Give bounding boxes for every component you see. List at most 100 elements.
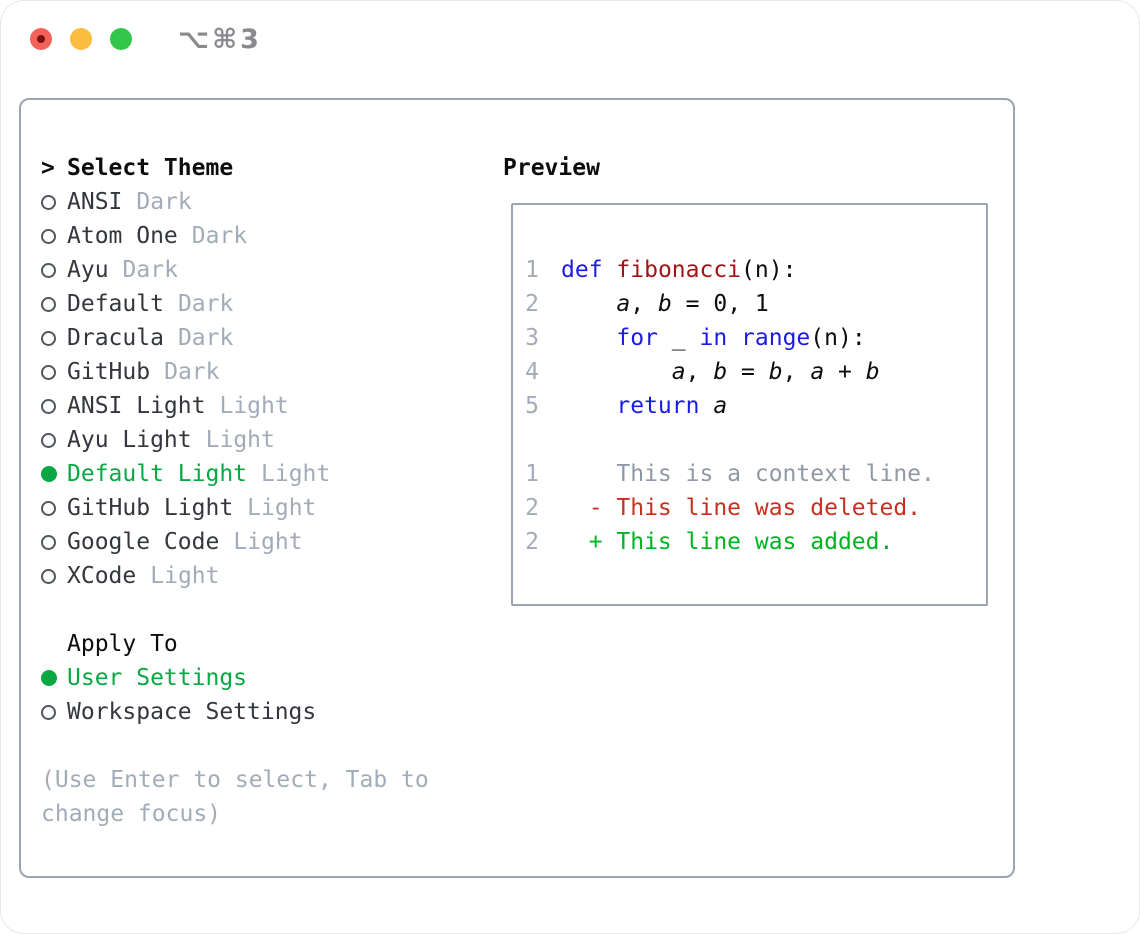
theme-variant: Dark [164, 359, 220, 385]
code-line: 4 a, b = b, a + b [525, 355, 976, 389]
code-line: 5 return a [525, 389, 976, 423]
preview-header: Preview [503, 151, 988, 185]
theme-variant: Dark [177, 325, 234, 351]
diff-block: 1 This is a context line.2 - This line w… [525, 457, 976, 559]
prompt-arrow-icon: > [41, 155, 55, 181]
spacer [41, 593, 486, 627]
theme-name: Ayu [67, 257, 109, 283]
close-button[interactable] [30, 28, 52, 50]
radio-selected-icon [41, 466, 57, 482]
theme-name: ANSI [67, 189, 123, 215]
window-shortcut-label: ⌥⌘3 [178, 23, 262, 55]
theme-variant: Light [205, 427, 275, 453]
diff-line-context: 1 This is a context line. [525, 457, 976, 491]
diff-line-added: 2 + This line was added. [525, 525, 976, 559]
theme-name: Ayu Light [67, 427, 192, 453]
theme-option-dracula[interactable]: Dracula Dark [41, 321, 486, 355]
help-text: (Use Enter to select, Tab to change focu… [41, 767, 429, 827]
line-number: 1 [525, 257, 539, 283]
line-number: 1 [525, 461, 539, 487]
theme-name: Dracula [67, 325, 164, 351]
theme-option-default[interactable]: Default Dark [41, 287, 486, 321]
theme-name: Atom One [67, 223, 178, 249]
select-theme-title: Select Theme [67, 155, 234, 181]
theme-option-ayu[interactable]: Ayu Dark [41, 253, 486, 287]
radio-icon [41, 704, 56, 720]
theme-option-ansi[interactable]: ANSI Dark [41, 185, 486, 219]
radio-icon [41, 296, 56, 312]
apply-option-workspace-settings[interactable]: Workspace Settings [41, 695, 486, 729]
radio-icon [41, 330, 56, 346]
apply-to-title: Apply To [67, 631, 178, 657]
radio-selected-icon [41, 670, 57, 686]
titlebar: ⌥⌘3 [1, 1, 1139, 77]
theme-option-google-code[interactable]: Google Code Light [41, 525, 486, 559]
maximize-button[interactable] [110, 28, 132, 50]
spacer [525, 423, 976, 457]
select-theme-header: > Select Theme [41, 151, 486, 185]
line-number: 2 [525, 291, 539, 317]
theme-name: Default [67, 291, 164, 317]
theme-name: GitHub [67, 359, 151, 385]
code-text: for _ in range(n): [616, 325, 866, 351]
diff-line-deleted: 2 - This line was deleted. [525, 491, 976, 525]
code-text: a, b = 0, 1 [616, 291, 769, 317]
spacer [41, 729, 486, 763]
diff-text: + This line was added. [561, 529, 894, 555]
radio-icon [41, 262, 56, 278]
radio-icon [41, 534, 56, 550]
line-number: 4 [525, 359, 539, 385]
code-line: 2 a, b = 0, 1 [525, 287, 976, 321]
diff-text: This is a context line. [561, 461, 935, 487]
radio-icon [41, 194, 56, 210]
diff-text: - This line was deleted. [561, 495, 922, 521]
code-text: a, b = b, a + b [671, 359, 880, 385]
radio-icon [41, 500, 56, 516]
theme-variant: Dark [191, 223, 248, 249]
preview-title: Preview [503, 155, 600, 181]
line-number: 2 [525, 529, 539, 555]
theme-option-atom-one[interactable]: Atom One Dark [41, 219, 486, 253]
theme-variant: Light [261, 461, 331, 487]
theme-variant: Dark [177, 291, 234, 317]
line-number: 3 [525, 325, 539, 351]
theme-name: GitHub Light [67, 495, 234, 521]
theme-option-ayu-light[interactable]: Ayu Light Light [41, 423, 486, 457]
code-text: return a [616, 393, 728, 419]
theme-name: XCode [67, 563, 137, 589]
minimize-button[interactable] [70, 28, 92, 50]
apply-option-label: User Settings [67, 665, 248, 691]
theme-name: Google Code [67, 529, 220, 555]
theme-variant: Dark [122, 257, 178, 283]
radio-icon [41, 398, 56, 414]
theme-variant: Light [233, 529, 303, 555]
apply-option-user-settings[interactable]: User Settings [41, 661, 486, 695]
theme-variant: Light [247, 495, 317, 521]
radio-icon [41, 228, 56, 244]
radio-icon [41, 364, 56, 380]
theme-variant: Dark [136, 189, 192, 215]
theme-option-github[interactable]: GitHub Dark [41, 355, 486, 389]
apply-option-label: Workspace Settings [67, 699, 317, 725]
apply-to-header: Apply To [41, 627, 486, 661]
theme-option-xcode[interactable]: XCode Light [41, 559, 486, 593]
line-number: 5 [525, 393, 539, 419]
close-button-dot-icon [37, 35, 45, 43]
code-line: 3 for _ in range(n): [525, 321, 976, 355]
theme-variant: Light [150, 563, 220, 589]
radio-icon [41, 568, 56, 584]
theme-variant: Light [219, 393, 289, 419]
line-number: 2 [525, 495, 539, 521]
theme-option-github-light[interactable]: GitHub Light Light [41, 491, 486, 525]
